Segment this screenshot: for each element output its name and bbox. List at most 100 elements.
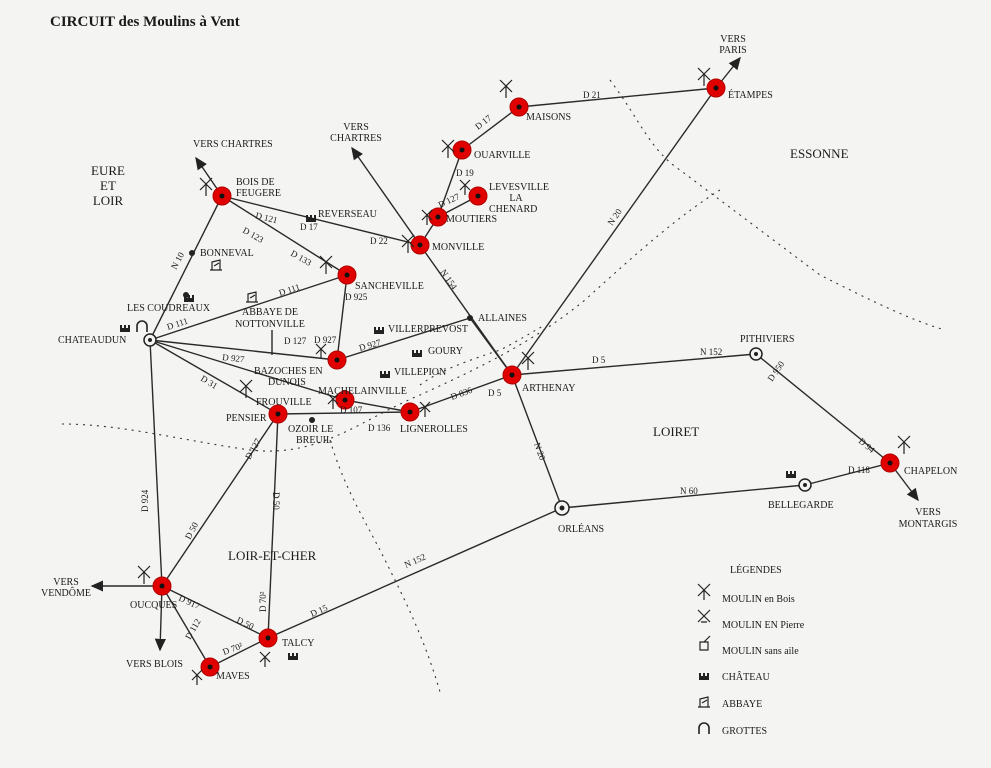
railway-line	[609, 79, 946, 331]
svg-text:BAZOCHES EN: BAZOCHES EN	[254, 366, 323, 377]
windmill-wood-icon	[199, 177, 213, 196]
castle-icon	[184, 295, 194, 302]
svg-text:D 136: D 136	[368, 423, 391, 433]
legend: LÉGENDES MOULIN en Bois MOULIN EN Pierre…	[697, 564, 805, 737]
svg-text:PENSIER: PENSIER	[226, 413, 267, 424]
railways	[61, 79, 946, 693]
road-d31	[149, 339, 279, 415]
windmill-wood-icon	[697, 583, 711, 600]
svg-text:D 925: D 925	[345, 292, 368, 302]
road-d927a	[149, 339, 338, 361]
svg-text:N 152: N 152	[700, 347, 722, 357]
svg-text:DUNOIS: DUNOIS	[268, 377, 306, 388]
svg-text:D 5: D 5	[592, 355, 606, 365]
svg-text:OUARVILLE: OUARVILLE	[474, 150, 530, 161]
svg-text:VERS: VERS	[720, 34, 746, 45]
region-loiret: LOIRET	[653, 424, 699, 439]
town-markers	[143, 333, 812, 516]
svg-text:VILLERPREVOST: VILLERPREVOST	[388, 324, 468, 335]
windmill-wood-icon	[191, 669, 203, 685]
svg-text:D 118: D 118	[848, 465, 870, 475]
svg-text:D 927: D 927	[314, 335, 337, 345]
svg-text:D 17: D 17	[300, 222, 318, 232]
windmill-wood-icon	[327, 393, 339, 409]
direction-labels: VERS PARIS VERS CHARTRES VERS CHARTRES V…	[41, 34, 957, 670]
legend-item-label: MOULIN sans aile	[722, 646, 799, 657]
svg-text:ET: ET	[100, 178, 116, 193]
legend-item-label: CHÂTEAU	[722, 671, 771, 683]
svg-text:VERS: VERS	[53, 577, 79, 588]
svg-text:OUCQUES: OUCQUES	[130, 600, 177, 611]
windmill-stone-icon	[697, 609, 711, 623]
road-d121	[221, 195, 421, 246]
road-n152	[267, 507, 563, 639]
svg-text:D 917: D 917	[177, 593, 202, 612]
region-essonne: ESSONNE	[790, 146, 849, 161]
region-loir-et-cher: LOIR-ET-CHER	[228, 548, 317, 563]
svg-text:BELLEGARDE: BELLEGARDE	[768, 500, 834, 511]
svg-text:D 924: D 924	[140, 489, 150, 512]
svg-text:OZOIR LE: OZOIR LE	[288, 424, 333, 435]
svg-text:LIGNEROLLES: LIGNEROLLES	[400, 424, 468, 435]
road-blois	[154, 585, 166, 652]
road-n20	[511, 87, 717, 376]
railway-line	[329, 439, 441, 693]
road-d17	[461, 106, 520, 151]
svg-text:CHENARD: CHENARD	[489, 204, 537, 215]
svg-text:REVERSEAU: REVERSEAU	[318, 209, 378, 220]
svg-text:D 121: D 121	[255, 210, 279, 225]
windmill-wood-icon	[697, 67, 711, 86]
svg-text:ORLÉANS: ORLÉANS	[558, 523, 604, 535]
region-labels: EURE ET LOIR ESSONNE LOIRET LOIR-ET-CHER	[91, 146, 849, 563]
legend-item-label: MOULIN en Bois	[722, 594, 795, 605]
windmill-wood-icon	[315, 343, 327, 359]
svg-text:BOIS DE: BOIS DE	[236, 177, 275, 188]
svg-text:D 107: D 107	[340, 405, 363, 415]
svg-text:LA: LA	[509, 193, 523, 204]
svg-text:LEVESVILLE: LEVESVILLE	[489, 182, 549, 193]
legend-heading: LÉGENDES	[730, 564, 782, 576]
windmill-wood-icon	[259, 651, 271, 667]
road-frouville	[149, 339, 346, 401]
region-eure-et-loir: EURE	[91, 163, 125, 178]
svg-text:BONNEVAL: BONNEVAL	[200, 248, 254, 259]
windmill-markers	[152, 78, 900, 677]
svg-text:MOUTIERS: MOUTIERS	[446, 214, 497, 225]
windmill-wood-icon	[137, 565, 151, 584]
svg-text:D 21: D 21	[583, 90, 601, 100]
road-d21	[518, 87, 717, 108]
cave-icon	[698, 722, 710, 734]
svg-text:N 20: N 20	[605, 206, 624, 227]
castle-icon	[306, 215, 316, 222]
railway-line	[61, 189, 721, 452]
windmill-wood-icon	[319, 255, 333, 274]
castle-icon	[786, 471, 796, 478]
road-n20b	[511, 374, 563, 509]
road-d925	[336, 274, 348, 361]
svg-text:FEUGERE: FEUGERE	[236, 188, 281, 199]
town-ozoir-dot	[309, 417, 315, 423]
svg-text:BREUIL: BREUIL	[296, 435, 332, 446]
svg-text:VERS: VERS	[343, 122, 369, 133]
map-title: CIRCUIT des Moulins à Vent	[50, 14, 240, 30]
abbey-icon	[698, 696, 710, 708]
svg-text:ARTHENAY: ARTHENAY	[522, 383, 575, 394]
legend-item-label: GROTTES	[722, 726, 767, 737]
svg-text:D 127: D 127	[284, 336, 307, 346]
svg-text:CHARTRES: CHARTRES	[330, 133, 382, 144]
road-n60	[561, 484, 806, 509]
road-d111	[149, 274, 348, 341]
road-chartres-east	[351, 146, 421, 246]
svg-text:GOURY: GOURY	[428, 346, 463, 357]
castle-icon	[288, 653, 298, 660]
svg-text:CHATEAUDUN: CHATEAUDUN	[58, 335, 126, 346]
svg-text:ABBAYE DE: ABBAYE DE	[242, 307, 298, 318]
svg-text:D 50: D 50	[183, 520, 200, 541]
legend-item-label: MOULIN EN Pierre	[722, 620, 805, 631]
road-d924	[149, 339, 163, 587]
svg-text:PARIS: PARIS	[719, 45, 746, 56]
windmill-wood-icon	[441, 139, 455, 158]
svg-text:D 94: D 94	[857, 436, 877, 455]
svg-text:ÉTAMPES: ÉTAMPES	[728, 89, 773, 101]
svg-text:D 19: D 19	[456, 168, 474, 178]
